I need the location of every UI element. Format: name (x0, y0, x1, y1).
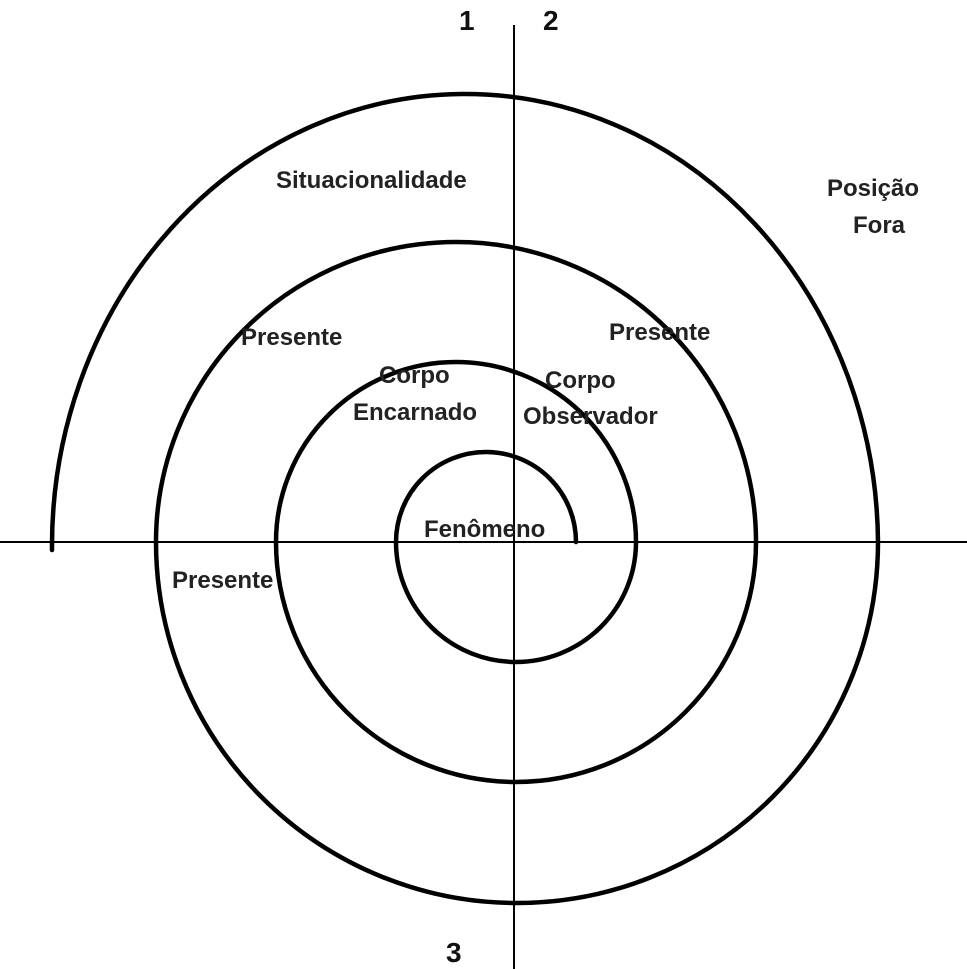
label-presente-outer-left: Presente (241, 324, 342, 351)
label-fora: Fora (853, 212, 906, 239)
label-situacionalidade: Situacionalidade (276, 167, 467, 194)
label-encarnado: Encarnado (353, 399, 477, 426)
label-posicao: Posição (827, 175, 919, 202)
quadrant-number-1: 1 (459, 5, 475, 36)
label-corpo-left: Corpo (379, 362, 450, 389)
label-observador: Observador (523, 403, 658, 430)
quadrant-number-2: 2 (543, 5, 559, 36)
quadrant-number-3: 3 (446, 937, 462, 968)
label-presente-lower-left: Presente (172, 567, 273, 594)
label-presente-right: Presente (609, 319, 710, 346)
label-corpo-right: Corpo (545, 367, 616, 394)
spiral-line (49, 91, 881, 906)
label-fenomeno: Fenômeno (424, 516, 545, 543)
